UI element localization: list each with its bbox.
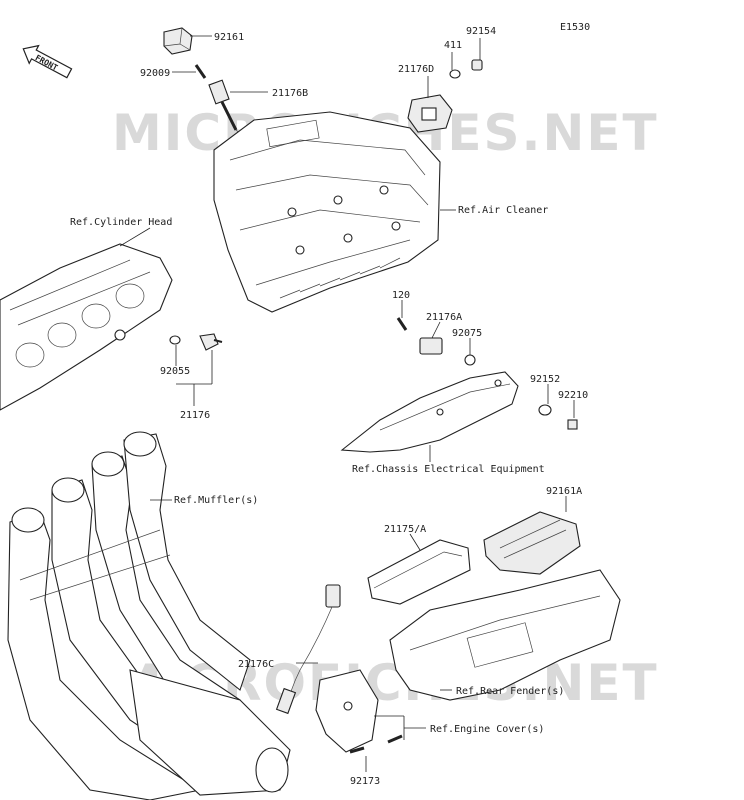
- label-ref-engine-cover[interactable]: Ref.Engine Cover(s): [430, 724, 544, 735]
- label-ref-chassis[interactable]: Ref.Chassis Electrical Equipment: [352, 464, 545, 475]
- rear-fender: [389, 569, 621, 701]
- chassis-electrical-bracket: [340, 371, 519, 453]
- part-92075-damper[interactable]: [464, 354, 476, 366]
- part-21176-sensor[interactable]: [199, 333, 223, 351]
- label-21175A[interactable]: 21175/A: [384, 524, 426, 535]
- part-92161-cap[interactable]: [163, 27, 193, 55]
- label-92154[interactable]: 92154: [466, 26, 496, 37]
- label-21176D[interactable]: 21176D: [398, 64, 434, 75]
- label-92055[interactable]: 92055: [160, 366, 190, 377]
- label-ref-air-cleaner[interactable]: Ref.Air Cleaner: [458, 205, 548, 216]
- cylinder-head: [0, 243, 173, 411]
- part-92009-screw[interactable]: [194, 64, 207, 79]
- air-cleaner-housing: [213, 111, 441, 313]
- part-120-bolt[interactable]: [396, 317, 408, 331]
- label-120[interactable]: 120: [392, 290, 410, 301]
- label-92210[interactable]: 92210: [558, 390, 588, 401]
- label-21176B[interactable]: 21176B: [272, 88, 308, 99]
- part-411-washer[interactable]: [449, 69, 461, 79]
- part-labels: 92161 92009 21176B 411 92154 21176D Ref.…: [70, 26, 588, 787]
- part-21176C-sensor[interactable]: [275, 584, 341, 715]
- label-ref-cylinder-head[interactable]: Ref.Cylinder Head: [70, 217, 172, 228]
- label-92152[interactable]: 92152: [530, 374, 560, 385]
- label-92075[interactable]: 92075: [452, 328, 482, 339]
- leader-lines: [119, 35, 575, 772]
- part-92173-bolt[interactable]: [349, 734, 403, 754]
- part-92161A-cover[interactable]: [483, 511, 581, 575]
- front-arrow-icon: FRONT: [22, 44, 73, 79]
- part-92152-collar[interactable]: [538, 404, 552, 416]
- label-21176C[interactable]: 21176C: [238, 659, 274, 670]
- part-92154-bolt[interactable]: [471, 59, 483, 71]
- part-92210-nut[interactable]: [567, 419, 578, 430]
- label-92161A[interactable]: 92161A: [546, 486, 582, 497]
- engine-cover-bracket: [315, 669, 379, 753]
- part-92055-oring[interactable]: [169, 335, 181, 345]
- label-92009[interactable]: 92009: [140, 68, 170, 79]
- part-21175A-ecu[interactable]: [367, 539, 471, 605]
- diagram-id: E1530: [560, 22, 590, 33]
- label-ref-rear-fender[interactable]: Ref.Rear Fender(s): [456, 686, 564, 697]
- part-21176A-sensor[interactable]: [419, 337, 443, 355]
- label-92173[interactable]: 92173: [350, 776, 380, 787]
- label-ref-muffler[interactable]: Ref.Muffler(s): [174, 495, 258, 506]
- label-411[interactable]: 411: [444, 40, 462, 51]
- label-92161[interactable]: 92161: [214, 32, 244, 43]
- label-21176A[interactable]: 21176A: [426, 312, 462, 323]
- label-21176[interactable]: 21176: [180, 410, 210, 421]
- part-21176D-sensor[interactable]: [407, 94, 453, 133]
- exhaust-header-pipes: [7, 431, 291, 800]
